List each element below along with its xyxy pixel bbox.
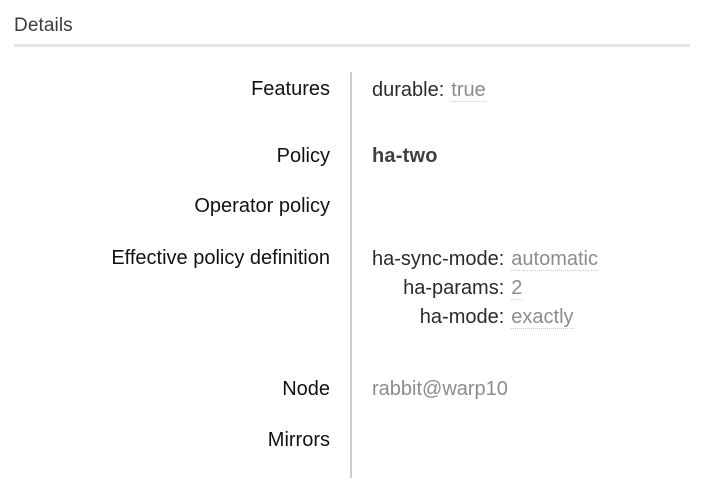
row-label-node: Node <box>282 378 330 400</box>
table-row: Node rabbit@warp10 <box>0 332 701 402</box>
row-label-mirrors: Mirrors <box>267 429 330 451</box>
argument-value: automatic <box>511 248 598 271</box>
row-value-effective-policy-definition: ha-sync-mode: automatic ha-params: 2 <box>350 219 701 332</box>
section-header: Details <box>14 14 690 38</box>
argument-value: true <box>451 79 486 102</box>
row-label-operator-policy: Operator policy <box>194 195 330 217</box>
argument-value: 2 <box>511 277 523 300</box>
row-label-policy: Policy <box>276 145 330 167</box>
row-value-policy: ha-two <box>350 105 701 169</box>
table-row: Policy ha-two <box>0 105 701 169</box>
table-row: Operator policy <box>0 169 701 219</box>
row-value-features: durable: true <box>350 62 701 105</box>
row-value-node: rabbit@warp10 <box>350 332 701 402</box>
table-row: Mirrors <box>0 402 701 453</box>
list-item: durable: true <box>372 76 486 105</box>
empty-value <box>372 193 701 194</box>
argument-key: ha-sync-mode: <box>372 248 505 270</box>
node-name: rabbit@warp10 <box>372 378 508 400</box>
table-row: Features durable: true <box>0 62 701 105</box>
argument-value-cell: true <box>444 76 486 105</box>
page-title: Details <box>14 15 73 36</box>
argument-value-cell: 2 <box>504 274 598 303</box>
empty-value <box>372 427 701 428</box>
argument-key: ha-params: <box>403 277 505 299</box>
policy-name-link[interactable]: ha-two <box>372 145 438 167</box>
details-table: Features durable: true <box>0 62 701 453</box>
header-divider <box>14 44 690 47</box>
column-divider <box>350 72 352 478</box>
argument-value: exactly <box>511 306 574 329</box>
table-row: Effective policy definition ha-sync-mode… <box>0 219 701 332</box>
argument-key: ha-mode: <box>419 306 505 328</box>
argument-list-effective-policy: ha-sync-mode: automatic ha-params: 2 <box>372 245 598 332</box>
argument-value-cell: automatic <box>504 245 598 274</box>
row-value-operator-policy <box>350 169 701 219</box>
row-value-mirrors <box>350 402 701 453</box>
argument-value-cell: exactly <box>504 303 598 332</box>
list-item: ha-mode: exactly <box>372 303 598 332</box>
row-label-effective-policy-definition: Effective policy definition <box>111 247 330 269</box>
row-label-features: Features <box>251 78 330 100</box>
argument-key: durable: <box>372 79 445 101</box>
list-item: ha-params: 2 <box>372 274 598 303</box>
argument-list-features: durable: true <box>372 76 486 105</box>
list-item: ha-sync-mode: automatic <box>372 245 598 274</box>
